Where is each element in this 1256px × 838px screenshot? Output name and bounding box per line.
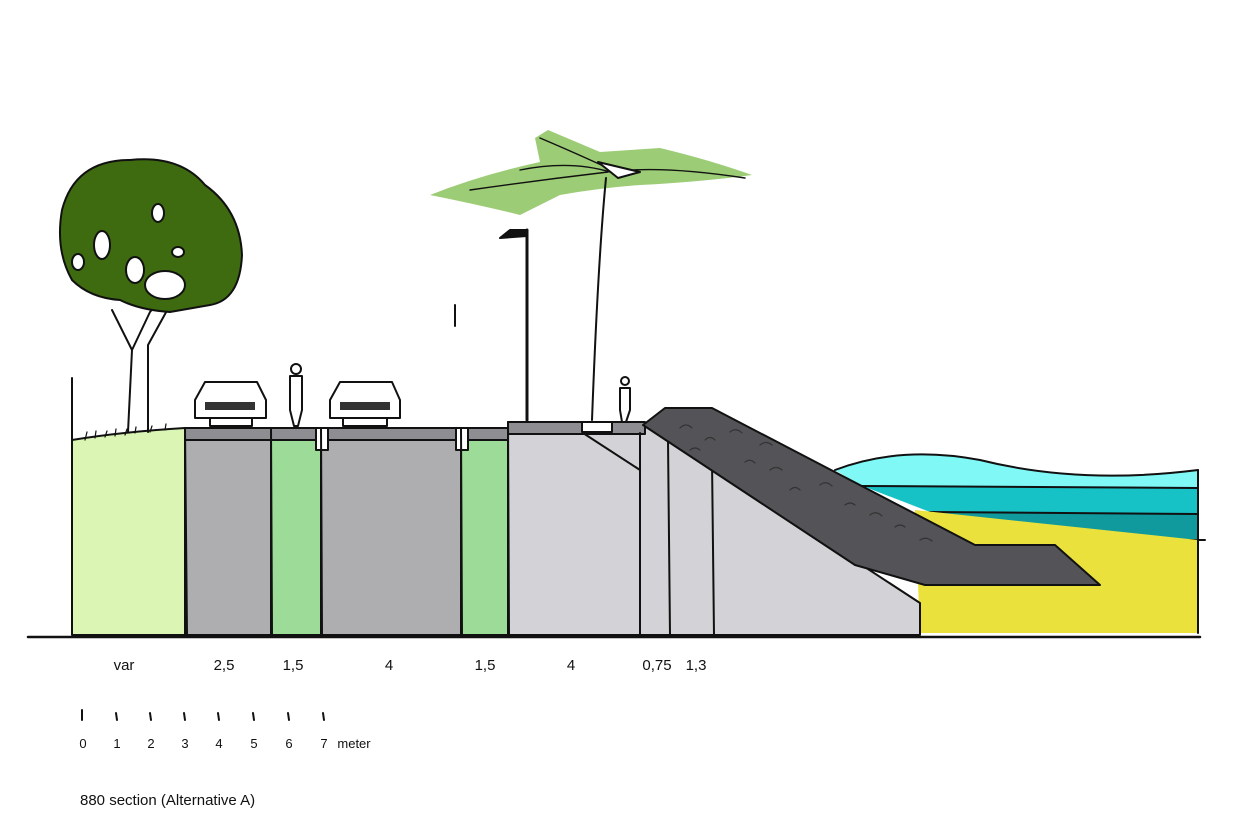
- scale-tick-6: 6: [285, 736, 293, 751]
- tree-canopy: [59, 158, 243, 313]
- scale-tick-2: 2: [147, 736, 155, 751]
- lamp-head: [499, 229, 528, 239]
- roadway: [320, 427, 462, 636]
- scale-tick-3: 3: [181, 736, 189, 751]
- dimension-label-green-1: 1,5: [282, 657, 304, 674]
- scale-tick-4: 4: [215, 736, 223, 751]
- dimension-label-var: var: [113, 657, 135, 674]
- car-2: [329, 381, 401, 427]
- green-strip-1: [270, 427, 322, 636]
- water-light-layer: [835, 454, 1198, 490]
- water-outline: [834, 453, 1199, 477]
- scale-tick-7: 7: [320, 736, 328, 751]
- tree-trunk: [111, 299, 171, 433]
- breakwater: [642, 407, 1101, 586]
- dimension-label-green-2: 1,5: [474, 657, 496, 674]
- green-strip-2: [460, 427, 509, 636]
- car-1: [194, 381, 267, 427]
- dimension-label-road: 4: [384, 657, 394, 674]
- person-1: [289, 363, 303, 427]
- parking-lane: [184, 427, 272, 636]
- section-caption: 880 section (Alternative A): [80, 792, 256, 809]
- scale-tick-1: 1: [113, 736, 121, 751]
- palm-leaves: [430, 130, 752, 215]
- dimension-label-parking: 2,5: [213, 657, 235, 674]
- scale-bar: [81, 709, 325, 721]
- water-mid-layer: [860, 485, 1198, 515]
- dimension-label-slope: 1,3: [685, 657, 707, 674]
- scale-tick-5: 5: [250, 736, 258, 751]
- scale-unit-label: meter: [337, 736, 371, 751]
- dimension-label-edge: 0,75: [642, 657, 672, 674]
- palm-trunk: [591, 177, 607, 421]
- scale-tick-0: 0: [79, 736, 87, 751]
- grass-embankment: [71, 427, 186, 636]
- person-2: [619, 376, 631, 423]
- dimension-label-walkway: 4: [566, 657, 576, 674]
